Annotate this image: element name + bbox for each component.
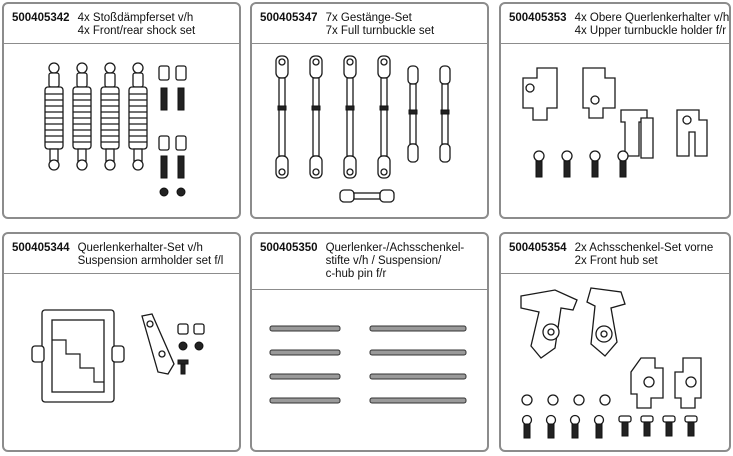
upper-holders-illustration [501,44,729,217]
card-header: 500405350 Querlenker-/Achsschenkel- stif… [252,234,487,290]
part-number: 500405354 [509,242,567,254]
description-line: 2x Achsschenkel-Set vorne [574,242,714,254]
part-number: 500405353 [509,12,567,24]
description-line: 4x Stoßdämpferset v/h [77,12,194,24]
part-description: 7x Gestänge-Set 7x Full turnbuckle set [326,12,435,38]
description-line: c-hub pin f/r [325,268,387,280]
part-number: 500405347 [260,12,318,24]
card-header: 500405342 4x Stoßdämpferset v/h 4x Front… [4,4,239,44]
description-line: 4x Obere Querlenkerhalter v/h [574,12,730,24]
front-hubs-illustration [501,274,729,450]
part-description: Querlenker-/Achsschenkel- stifte v/h / S… [326,242,465,281]
part-card-shock-set: 500405342 4x Stoßdämpferset v/h 4x Front… [2,2,241,219]
hinge-pins-illustration [252,290,487,450]
description-line: Suspension armholder set f/l [77,255,224,267]
part-card-front-hub-set: 500405354 2x Achsschenkel-Set vorne 2x F… [499,232,731,452]
description-line: Querlenkerhalter-Set v/h [77,242,203,254]
part-card-hinge-pin-set: 500405350 Querlenker-/Achsschenkel- stif… [250,232,489,452]
part-description: 2x Achsschenkel-Set vorne 2x Front hub s… [575,242,714,268]
description-line: 2x Front hub set [574,255,658,267]
part-description: 4x Obere Querlenkerhalter v/h 4x Upper t… [574,12,730,38]
part-description: 4x Stoßdämpferset v/h 4x Front/rear shoc… [78,12,196,38]
part-number: 500405342 [12,12,70,24]
description-line: 7x Gestänge-Set [325,12,412,24]
part-card-upper-holder-set: 500405353 4x Obere Querlenkerhalter v/h … [499,2,731,219]
description-line: 4x Front/rear shock set [77,25,196,37]
description-line: 4x Upper turnbuckle holder f/r [574,25,727,37]
part-card-turnbuckle-set: 500405347 7x Gestänge-Set 7x Full turnbu… [250,2,489,219]
armholder-illustration [4,274,239,450]
part-number: 500405350 [260,242,318,254]
part-description: Querlenkerhalter-Set v/h Suspension armh… [78,242,224,268]
card-header: 500405353 4x Obere Querlenkerhalter v/h … [501,4,729,44]
description-line: Querlenker-/Achsschenkel- [325,242,465,254]
description-line: stifte v/h / Suspension/ [325,255,442,267]
part-card-armholder-set: 500405344 Querlenkerhalter-Set v/h Suspe… [2,232,241,452]
card-header: 500405347 7x Gestänge-Set 7x Full turnbu… [252,4,487,44]
turnbuckles-illustration [252,44,487,217]
card-header: 500405344 Querlenkerhalter-Set v/h Suspe… [4,234,239,274]
part-number: 500405344 [12,242,70,254]
card-header: 500405354 2x Achsschenkel-Set vorne 2x F… [501,234,729,274]
description-line: 7x Full turnbuckle set [325,25,435,37]
shock-absorbers-illustration [4,44,239,217]
